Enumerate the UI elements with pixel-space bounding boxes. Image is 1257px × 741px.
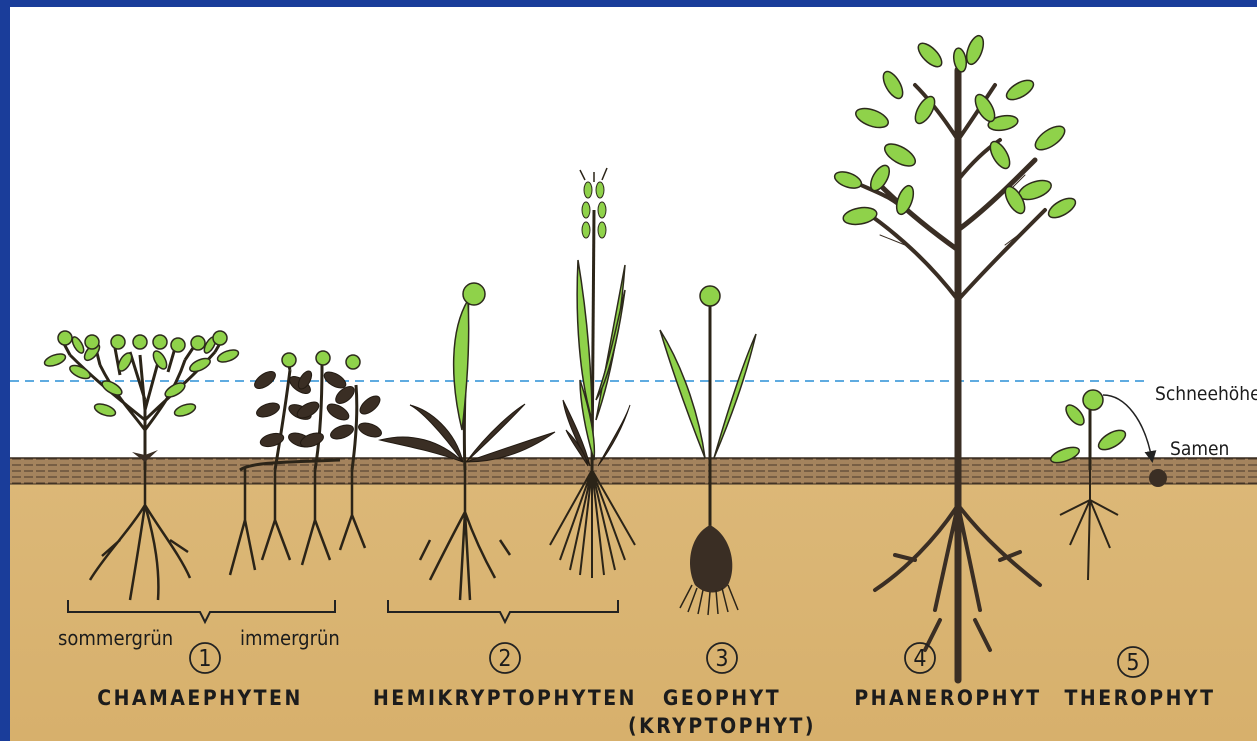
number-4: 4 [913, 646, 926, 672]
cryptophyte-name: (KRYPTOPHYT) [628, 714, 816, 738]
number-5: 5 [1126, 650, 1139, 676]
chamaephytes-name: CHAMAEPHYTEN [97, 686, 303, 710]
hemicryptophytes-name: HEMIKRYPTOPHYTEN [373, 686, 637, 710]
number-1: 1 [198, 646, 211, 672]
phanerophyte-name: PHANEROPHYT [854, 686, 1041, 710]
therophyte-name: THEROPHYT [1065, 686, 1216, 710]
summergreen-label: sommergrün [58, 626, 173, 650]
geophyte-name: GEOPHYT [663, 686, 781, 710]
number-3: 3 [715, 646, 728, 672]
seed-label: Samen [1170, 438, 1229, 460]
snow-height-label: Schneehöhe [1155, 383, 1257, 405]
number-2: 2 [498, 646, 511, 672]
evergreen-label: immergrün [240, 626, 340, 650]
soil-surface-band [10, 458, 1257, 484]
